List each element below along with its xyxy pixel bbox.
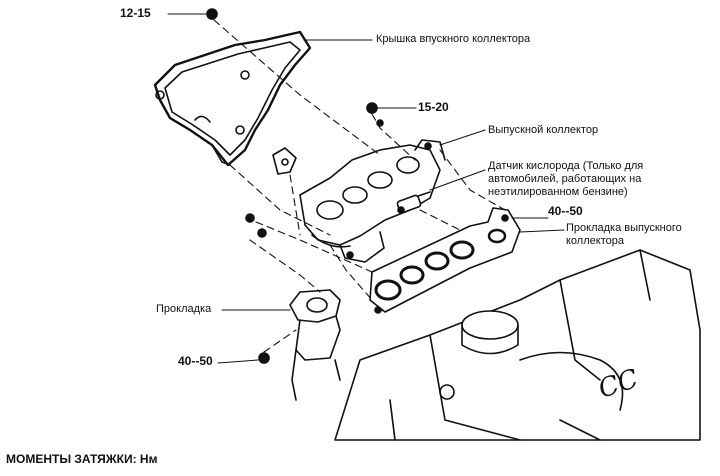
torque-pipe-nut: 40--50 <box>178 354 213 368</box>
pipe-nut <box>258 352 270 364</box>
torque-gasket-bolts: 40--50 <box>548 204 583 218</box>
label-exhaust-manifold: Выпускной коллектор <box>488 124 599 136</box>
alignment-lines <box>213 19 506 353</box>
label-o2-sensor-line-3: неэтилированном бензине) <box>488 186 628 198</box>
label-intake-cover: Крышка впускного коллектора <box>376 33 531 45</box>
label-gasket: Прокладка <box>156 303 212 315</box>
label-exhaust-gasket-line-2: коллектора <box>566 235 624 247</box>
exhaust-manifold-gasket <box>369 207 521 314</box>
label-o2-sensor: Датчик кислорода (Только для автомобилей… <box>488 160 643 199</box>
intake-manifold-cover <box>153 30 312 167</box>
manifold-nut <box>366 102 378 114</box>
torque-units-note: МОМЕНТЫ ЗАТЯЖКИ: Нм <box>6 452 158 466</box>
oxygen-sensor <box>396 191 431 214</box>
label-o2-sensor-line-1: Датчик кислорода (Только для <box>488 160 644 172</box>
torque-cover-bolt: 12-15 <box>120 6 151 20</box>
manifold-bracket <box>272 147 297 175</box>
label-o2-sensor-line-2: автомобилей, работающих на <box>488 173 642 185</box>
label-exhaust-gasket-line-1: Прокладка выпускного <box>566 222 682 234</box>
front-pipe-gasket <box>289 289 341 401</box>
leader-lines <box>167 13 565 364</box>
exhaust-manifold <box>299 139 446 263</box>
cover-bolt <box>206 8 218 20</box>
label-exhaust-gasket: Прокладка выпускного коллектора <box>566 222 682 248</box>
engine-block <box>334 249 701 441</box>
fasteners <box>206 8 384 364</box>
torque-manifold-nut: 15-20 <box>418 100 449 114</box>
stud-nut-1 <box>245 213 255 223</box>
stud-nut-2 <box>257 228 267 238</box>
